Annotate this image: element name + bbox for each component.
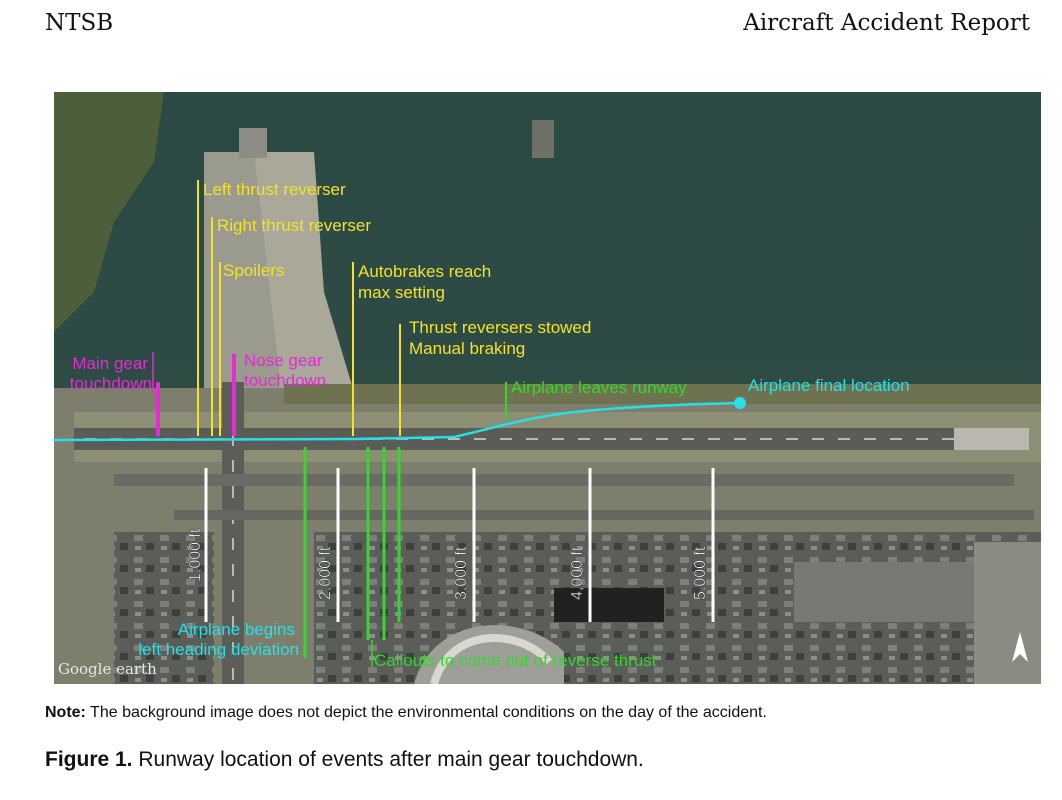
parking-lot bbox=[974, 542, 1041, 684]
figure-note: Note: The background image does not depi… bbox=[45, 704, 767, 722]
distance-label-4000: 4,000 ft bbox=[569, 546, 586, 600]
caption-text: Runway location of events after main gea… bbox=[132, 748, 644, 771]
thrust-stowed-label-line2: Manual braking bbox=[409, 339, 525, 358]
note-label: Note: bbox=[45, 704, 86, 721]
north-arrow-icon bbox=[1012, 632, 1028, 662]
runway-overrun bbox=[954, 428, 1029, 450]
autobrakes-label-line2: max setting bbox=[358, 283, 445, 302]
annotation-layer: Left thrust reverser Right thrust revers… bbox=[54, 180, 1028, 678]
main-gear-label-line1: Main gear bbox=[72, 354, 148, 373]
caption-label: Figure 1. bbox=[45, 748, 133, 771]
distance-label-1000: 1,000 ft bbox=[187, 528, 204, 582]
runway-1r bbox=[222, 382, 244, 684]
autobrakes-label-line1: Autobrakes reach bbox=[358, 262, 491, 281]
terminal-block bbox=[554, 588, 664, 622]
note-text: The background image does not depict the… bbox=[85, 704, 767, 721]
main-gear-label-line2: touchdown bbox=[70, 374, 152, 393]
final-location-label: Airplane final location bbox=[748, 376, 910, 395]
spoilers-label: Spoilers bbox=[223, 261, 284, 280]
header-agency: NTSB bbox=[45, 10, 114, 36]
aerial-image: Left thrust reverser Right thrust revers… bbox=[54, 92, 1041, 684]
heading-deviation-label-line1: Airplane begins bbox=[178, 620, 295, 639]
runway-figure: Left thrust reverser Right thrust revers… bbox=[54, 92, 1041, 684]
pier bbox=[532, 120, 554, 158]
leaves-runway-label: Airplane leaves runway bbox=[511, 378, 687, 397]
terminal-curve bbox=[414, 625, 564, 684]
apron-west bbox=[114, 532, 214, 684]
terminal-ring bbox=[430, 634, 553, 684]
thrust-stowed-label-line1: Thrust reversers stowed bbox=[409, 318, 591, 337]
final-location-dot bbox=[734, 397, 746, 409]
taxiway-parallel-2 bbox=[174, 510, 1034, 520]
distance-label-3000: 3,000 ft bbox=[453, 546, 470, 600]
reclaimed-land bbox=[254, 152, 354, 432]
shoreline-west bbox=[54, 92, 164, 332]
figure-caption: Figure 1. Runway location of events afte… bbox=[45, 748, 644, 772]
cross-runway-tip bbox=[239, 128, 267, 158]
nose-gear-label-line1: Nose gear bbox=[244, 351, 323, 370]
shore-strip bbox=[284, 384, 1041, 404]
runway-28l bbox=[74, 428, 1029, 450]
distance-label-2000: 2,000 ft bbox=[317, 546, 334, 600]
nose-gear-label-line2: touchdown bbox=[244, 371, 326, 390]
distance-label-5000: 5,000 ft bbox=[692, 546, 709, 600]
google-earth-watermark: Google earth bbox=[58, 660, 157, 678]
callouts-label: Callouts to come out of reverse thrust bbox=[374, 651, 657, 670]
header-report-title: Aircraft Accident Report bbox=[743, 10, 1030, 36]
airplane-track bbox=[54, 401, 741, 442]
left-thrust-reverser-label: Left thrust reverser bbox=[203, 180, 346, 199]
heading-deviation-label-line2: left heading deviation bbox=[138, 640, 299, 659]
right-thrust-reverser-label: Right thrust reverser bbox=[217, 216, 371, 235]
apron-east bbox=[794, 562, 974, 622]
taxiway-parallel bbox=[114, 474, 1014, 486]
